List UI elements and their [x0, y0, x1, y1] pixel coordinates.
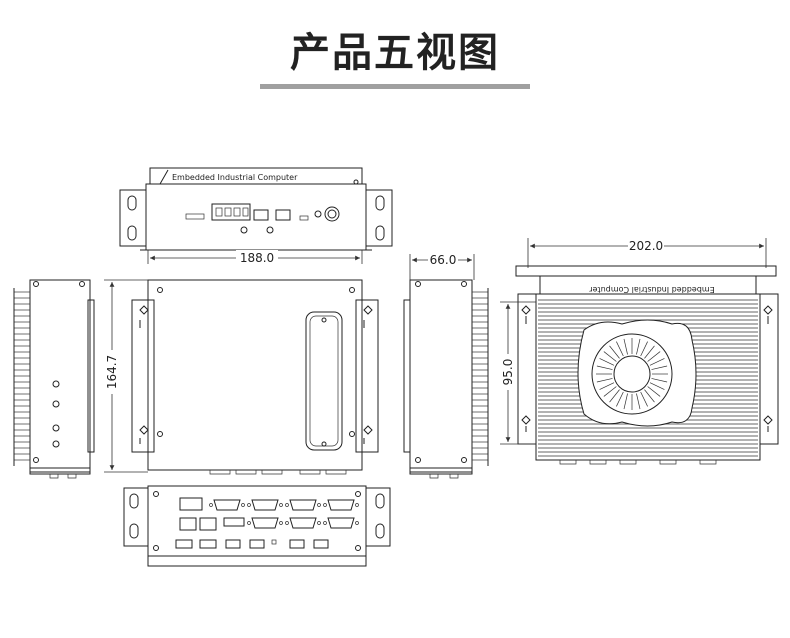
- dim-height-bottom: 95.0: [501, 359, 515, 386]
- front-view: Embedded Industrial Computer: [119, 167, 393, 251]
- top-view: 188.0: [131, 250, 379, 475]
- right-side-view: 66.0: [403, 252, 489, 479]
- title-underline: [260, 84, 530, 89]
- dim-depth-side: 66.0: [430, 253, 457, 267]
- page-title: 产品五视图: [290, 30, 500, 76]
- dim-height-left: 164.7: [105, 355, 119, 389]
- left-side-view: 164.7: [13, 279, 148, 479]
- rear-view: [123, 485, 391, 567]
- dim-width-top: 188.0: [240, 251, 274, 265]
- bottom-view: 202.0 Embedded Industrial Computer 95.0: [500, 238, 779, 465]
- brand-label-front: Embedded Industrial Computer: [172, 173, 298, 182]
- dim-width-bottom: 202.0: [629, 239, 663, 253]
- brand-label-bottom: Embedded Industrial Computer: [589, 285, 715, 294]
